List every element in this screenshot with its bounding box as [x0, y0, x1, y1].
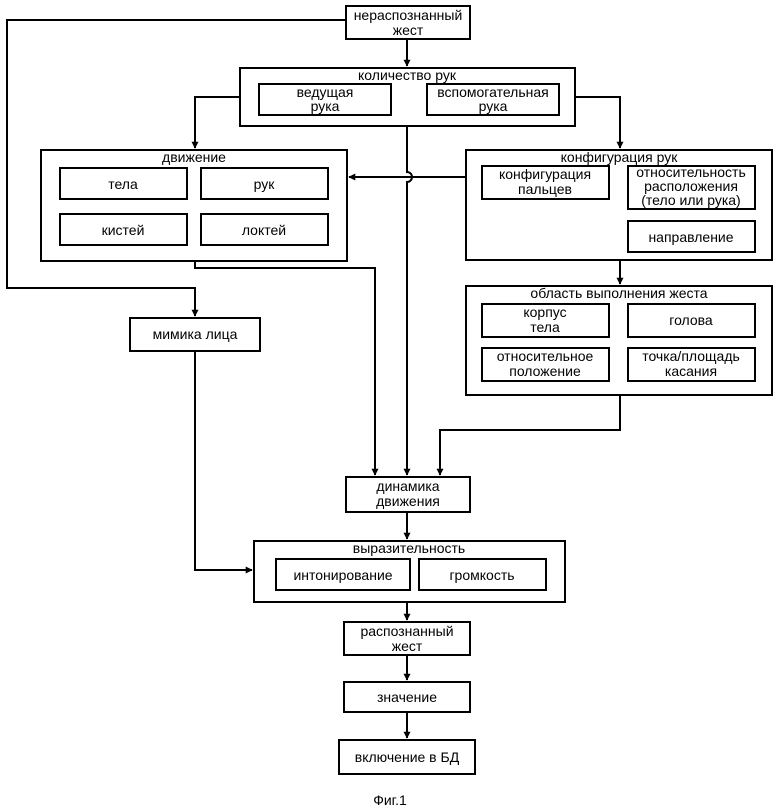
movement-wrists: кистей — [102, 222, 145, 238]
unrecognized-line-2: жест — [393, 22, 424, 38]
node-recognized-gesture: распознанный жест — [344, 622, 470, 655]
facial-expression-label: мимика лица — [153, 326, 238, 342]
edge-hand-count-to-movement — [195, 97, 240, 148]
movement-title: движение — [162, 149, 226, 165]
finger-config-line-1: конфигурация — [499, 166, 591, 182]
node-hand-configuration: конфигурация рук конфигурация пальцев от… — [466, 149, 772, 260]
hand-config-title: конфигурация рук — [561, 149, 679, 165]
relative-location-line-2: положение — [509, 363, 581, 379]
node-meaning: значение — [344, 682, 470, 712]
edge-movement-to-dynamics — [195, 261, 375, 475]
node-unrecognized-gesture: нераспознанный жест — [346, 6, 470, 39]
head-label: голова — [669, 312, 713, 328]
intonation-label: интонирование — [293, 567, 392, 583]
edge-facial-to-expressiveness — [195, 351, 252, 570]
motion-dynamics-line-2: движения — [376, 493, 440, 509]
node-gesture-area: область выполнения жеста корпус тела гол… — [466, 285, 772, 395]
direction-label: направление — [648, 229, 733, 245]
movement-body: тела — [108, 176, 138, 192]
hand-count-title: количество рук — [358, 67, 457, 83]
movement-hands: рук — [254, 176, 276, 192]
recognized-line-1: распознанный — [360, 623, 453, 639]
node-hand-count: количество рук ведущая рука вспомогатель… — [240, 67, 575, 126]
relative-position-line-3: (тело или рука) — [641, 192, 740, 208]
movement-elbows: локтей — [242, 222, 286, 238]
motion-dynamics-line-1: динамика — [376, 478, 439, 494]
relative-location-line-1: относительное — [497, 348, 594, 364]
gesture-area-title: область выполнения жеста — [530, 285, 707, 301]
touch-point-line-1: точка/площадь — [642, 348, 740, 364]
node-db-inclusion: включение в БД — [339, 740, 475, 774]
node-expressiveness: выразительность интонирование громкость — [254, 540, 565, 602]
recognized-line-2: жест — [392, 638, 423, 654]
db-inclusion-label: включение в БД — [355, 749, 460, 765]
edge-area-to-dynamics — [440, 395, 620, 475]
edge-hand-count-to-hand-config — [575, 97, 620, 148]
node-motion-dynamics: динамика движения — [346, 477, 470, 512]
finger-config-line-2: пальцев — [518, 181, 572, 197]
expressiveness-title: выразительность — [353, 540, 465, 556]
node-movement: движение тела рук кистей локтей — [41, 149, 347, 261]
torso-line-1: корпус — [523, 304, 566, 320]
torso-line-2: тела — [530, 319, 560, 335]
meaning-label: значение — [377, 689, 437, 705]
touch-point-line-2: касания — [665, 363, 717, 379]
loudness-label: громкость — [449, 567, 514, 583]
figure-caption: Фиг.1 — [373, 792, 407, 808]
auxiliary-hand-line-2: рука — [479, 98, 508, 114]
edge-hand-count-to-dynamics — [407, 126, 412, 475]
leading-hand-line-2: рука — [311, 98, 340, 114]
unrecognized-line-1: нераспознанный — [354, 7, 463, 23]
node-facial-expression: мимика лица — [130, 318, 260, 351]
